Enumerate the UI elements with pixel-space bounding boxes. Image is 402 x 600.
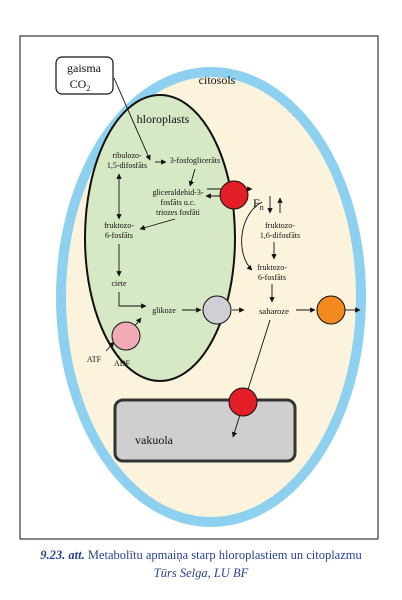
fbp-label-1: fruktozo- (265, 221, 295, 230)
vacuole-label: vakuola (135, 433, 174, 447)
figure-frame (19, 35, 379, 540)
cyt-f6p-label-1: fruktozo- (257, 263, 287, 272)
fbp-label-2: 1,6-difosfāts (260, 231, 300, 240)
vacuole (113, 398, 297, 463)
pga-to-gap-arrow (188, 168, 196, 187)
triose-phosphate-translocator (219, 180, 249, 210)
atp-arrow (105, 341, 115, 352)
fn-label: Fn (253, 196, 264, 212)
cytosol-label: citosols (199, 73, 236, 87)
starch-to-glucose-arrow (118, 292, 147, 309)
pathway-arrows (105, 77, 361, 438)
caption-title: Metabolītu apmaiņa starp hloroplastiem u… (87, 548, 362, 562)
ribulose-label-2: 1,5-difosfāts (107, 161, 147, 170)
caption-author: Tūrs Selga, LU BF (153, 566, 249, 580)
caption-line: 9.23. att. Metabolītu apmaiņa starp hlor… (0, 548, 402, 563)
light-co2-box (55, 56, 114, 95)
gap-to-f6p-arrow (139, 218, 176, 231)
gap-label-3: triozes fosfāti (156, 208, 201, 217)
figure-caption: 9.23. att. Metabolītu apmaiņa starp hlor… (0, 548, 402, 581)
figure-number: 9.23. (40, 548, 66, 562)
ribulose-label-1: ribulozo- (112, 151, 142, 160)
f6p-label-2: 6-fosfāts (105, 231, 133, 240)
glucose-label: glikoze (152, 306, 176, 315)
sucrose-exporter (316, 295, 346, 325)
glucose-transporter (202, 295, 232, 325)
chloroplast-label: hloroplasts (137, 112, 190, 126)
light-label: gaisma (67, 61, 102, 75)
gap-label-2: fosfāts u.c. (161, 198, 196, 207)
figure-abbr: att. (68, 548, 85, 562)
vacuole-sucrose-transporter (228, 387, 258, 417)
co2-label: CO2 (70, 77, 91, 93)
sucrose-to-vacuole-arrow (231, 319, 271, 438)
regulation-curve-arrow (241, 201, 263, 271)
co2-to-calvin-arrow (113, 77, 151, 161)
f6p-label-1: fruktozo- (104, 221, 134, 230)
adp-label: ADF (114, 359, 131, 368)
atp-label: ATF (87, 355, 102, 364)
pga-label: 3-fosfoglicerāts (170, 156, 220, 165)
sucrose-label: saharoze (259, 306, 289, 316)
cyt-f6p-label-2: 6-fosfāts (258, 273, 286, 282)
starch-label: ciete (111, 279, 127, 288)
atp-adp-translocator (111, 321, 141, 351)
gap-label-1: gliceraldehid-3- (152, 188, 203, 197)
